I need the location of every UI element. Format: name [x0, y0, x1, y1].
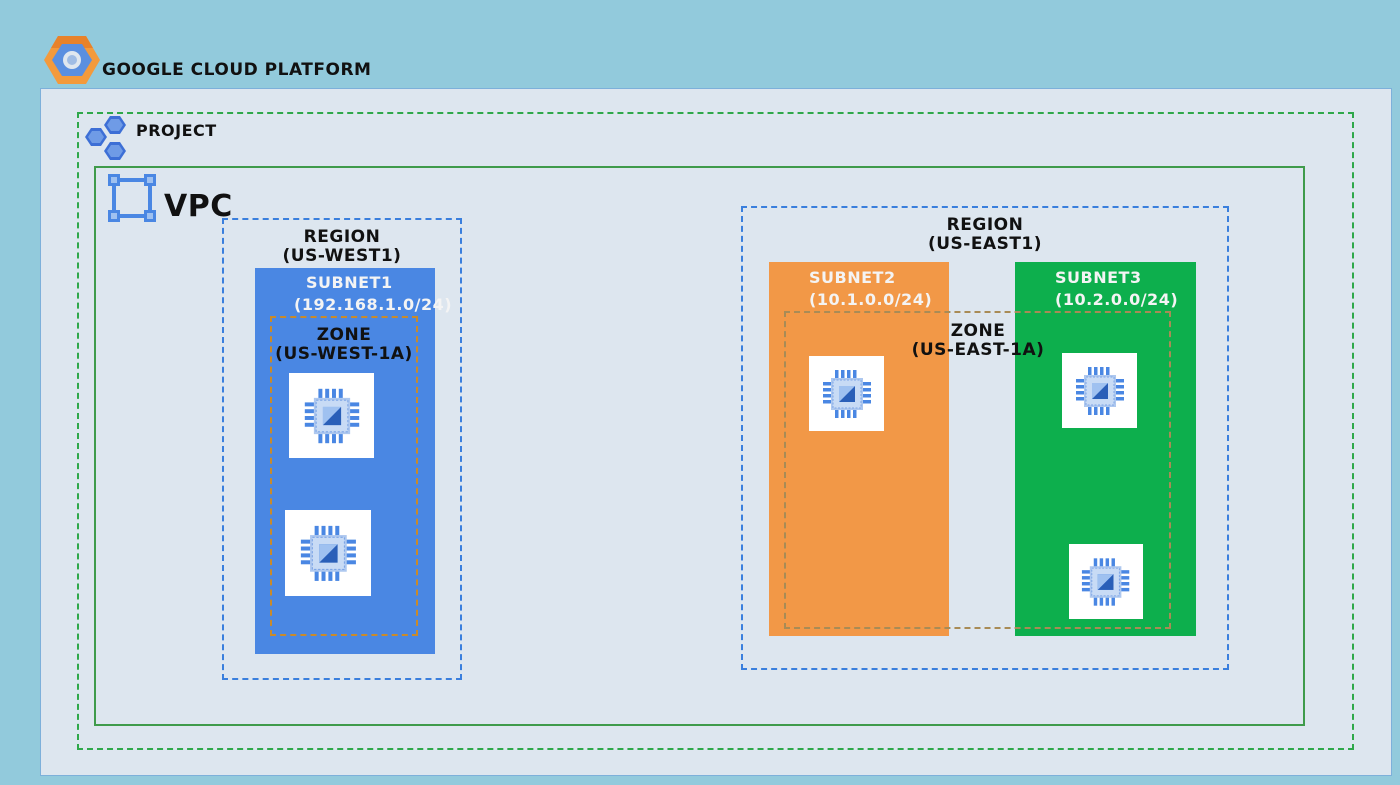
zone-us-west-1a [270, 316, 418, 636]
gcp-hexagon-icon [44, 34, 100, 86]
subnet1-name: SUBNET1 [306, 273, 393, 292]
compute-instance [285, 510, 371, 596]
project-hexagons-icon [80, 114, 130, 166]
subnet2 [769, 262, 949, 636]
subnet2-cidr: (10.1.0.0/24) [809, 290, 933, 309]
compute-engine-icon [822, 369, 871, 418]
vpc-boundary [94, 166, 1305, 726]
region-id: (US-WEST1) [282, 246, 402, 266]
zone-title: ZONE [950, 321, 1006, 341]
subnet3-name: SUBNET3 [1055, 268, 1142, 287]
compute-engine-icon [1082, 557, 1130, 606]
region-us-west1 [222, 218, 462, 680]
region-us-east1 [741, 206, 1229, 670]
zone-title: ZONE [316, 325, 372, 345]
zone-us-east-1a [784, 311, 1171, 629]
compute-engine-icon [300, 525, 356, 581]
compute-instance [809, 356, 884, 431]
zone-us-east-1a-label: ZONE (US-EAST-1A) [905, 322, 1051, 360]
region-id: (US-EAST1) [927, 234, 1043, 254]
region-title: REGION [946, 215, 1024, 235]
subnet1-cidr: (192.168.1.0/24) [294, 295, 453, 314]
platform-title: GOOGLE CLOUD PLATFORM [102, 60, 372, 80]
zone-id: (US-EAST-1A) [911, 340, 1045, 360]
compute-instance [289, 373, 374, 458]
compute-instance [1069, 544, 1143, 619]
compute-engine-icon [1075, 366, 1124, 415]
compute-instance [1062, 353, 1137, 428]
compute-engine-icon [304, 388, 359, 443]
vpc-network-icon [106, 172, 158, 224]
project-boundary [77, 112, 1354, 750]
subnet2-name: SUBNET2 [809, 268, 896, 287]
subnet3-cidr: (10.2.0.0/24) [1055, 290, 1179, 309]
project-title: PROJECT [136, 121, 217, 140]
zone-us-west-1a-label: ZONE (US-WEST-1A) [272, 326, 416, 364]
region-title: REGION [303, 227, 381, 247]
vpc-title: VPC [164, 189, 233, 224]
region-us-east1-label: REGION (US-EAST1) [885, 216, 1085, 254]
zone-id: (US-WEST-1A) [275, 344, 413, 364]
region-us-west1-label: REGION (US-WEST1) [262, 228, 422, 266]
